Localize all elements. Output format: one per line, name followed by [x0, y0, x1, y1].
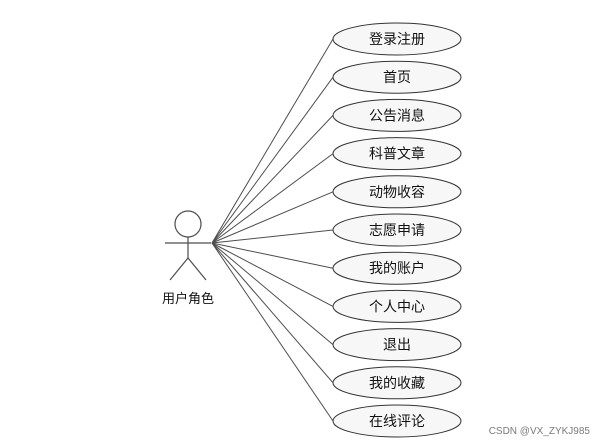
use-case-ellipse	[332, 175, 462, 209]
actor-head	[174, 210, 202, 238]
use-case-label: 个人中心	[369, 299, 425, 315]
use-case: 个人中心	[332, 289, 462, 323]
actor: 用户角色	[162, 210, 214, 307]
association-line	[211, 191, 334, 244]
use-case-label: 在线评论	[369, 414, 425, 430]
use-case-label: 登录注册	[369, 32, 425, 48]
use-case-ellipse	[332, 251, 462, 285]
watermark: CSDN @VX_ZYKJ985	[488, 426, 590, 437]
use-case-ellipse	[332, 328, 462, 362]
use-case-ellipse	[332, 289, 462, 323]
association-line	[211, 242, 334, 422]
association-line	[211, 229, 334, 244]
association-line	[211, 38, 334, 244]
use-case-label: 我的账户	[369, 260, 425, 277]
actor-label: 用户角色	[162, 291, 214, 307]
use-case-ellipse	[332, 137, 462, 171]
use-case-ellipse	[332, 366, 462, 400]
use-case: 志愿申请	[332, 213, 462, 247]
association-line	[211, 242, 334, 307]
association-line	[211, 242, 334, 345]
use-case: 我的账户	[332, 251, 462, 285]
use-case-ellipse	[332, 60, 462, 94]
use-case-ellipse	[332, 404, 462, 438]
association-line	[211, 115, 334, 244]
use-case-label: 科普文章	[369, 146, 425, 163]
association-lines	[211, 38, 334, 422]
use-case-label: 我的收藏	[369, 376, 425, 392]
use-case-label: 志愿申请	[369, 223, 425, 239]
use-case-ellipse	[332, 213, 462, 247]
use-case-label: 退出	[383, 338, 411, 354]
use-case: 动物收容	[332, 175, 462, 209]
use-case-label: 首页	[383, 70, 411, 86]
actor-left-leg	[169, 257, 189, 281]
use-case-ellipse	[332, 22, 462, 56]
use-case: 退出	[332, 328, 462, 362]
use-case: 科普文章	[332, 137, 462, 171]
use-case: 在线评论	[332, 404, 462, 438]
association-line	[211, 242, 334, 269]
association-line	[211, 76, 334, 244]
use-case-label: 动物收容	[369, 184, 425, 201]
association-line	[211, 242, 334, 384]
association-line	[211, 153, 334, 244]
use-case: 公告消息	[332, 98, 462, 132]
use-case-ellipse	[332, 98, 462, 132]
use-case: 我的收藏	[332, 366, 462, 400]
actor-right-leg	[187, 257, 207, 281]
use-case: 首页	[332, 60, 462, 94]
use-case-label: 公告消息	[369, 107, 425, 124]
use-case: 登录注册	[332, 22, 462, 56]
